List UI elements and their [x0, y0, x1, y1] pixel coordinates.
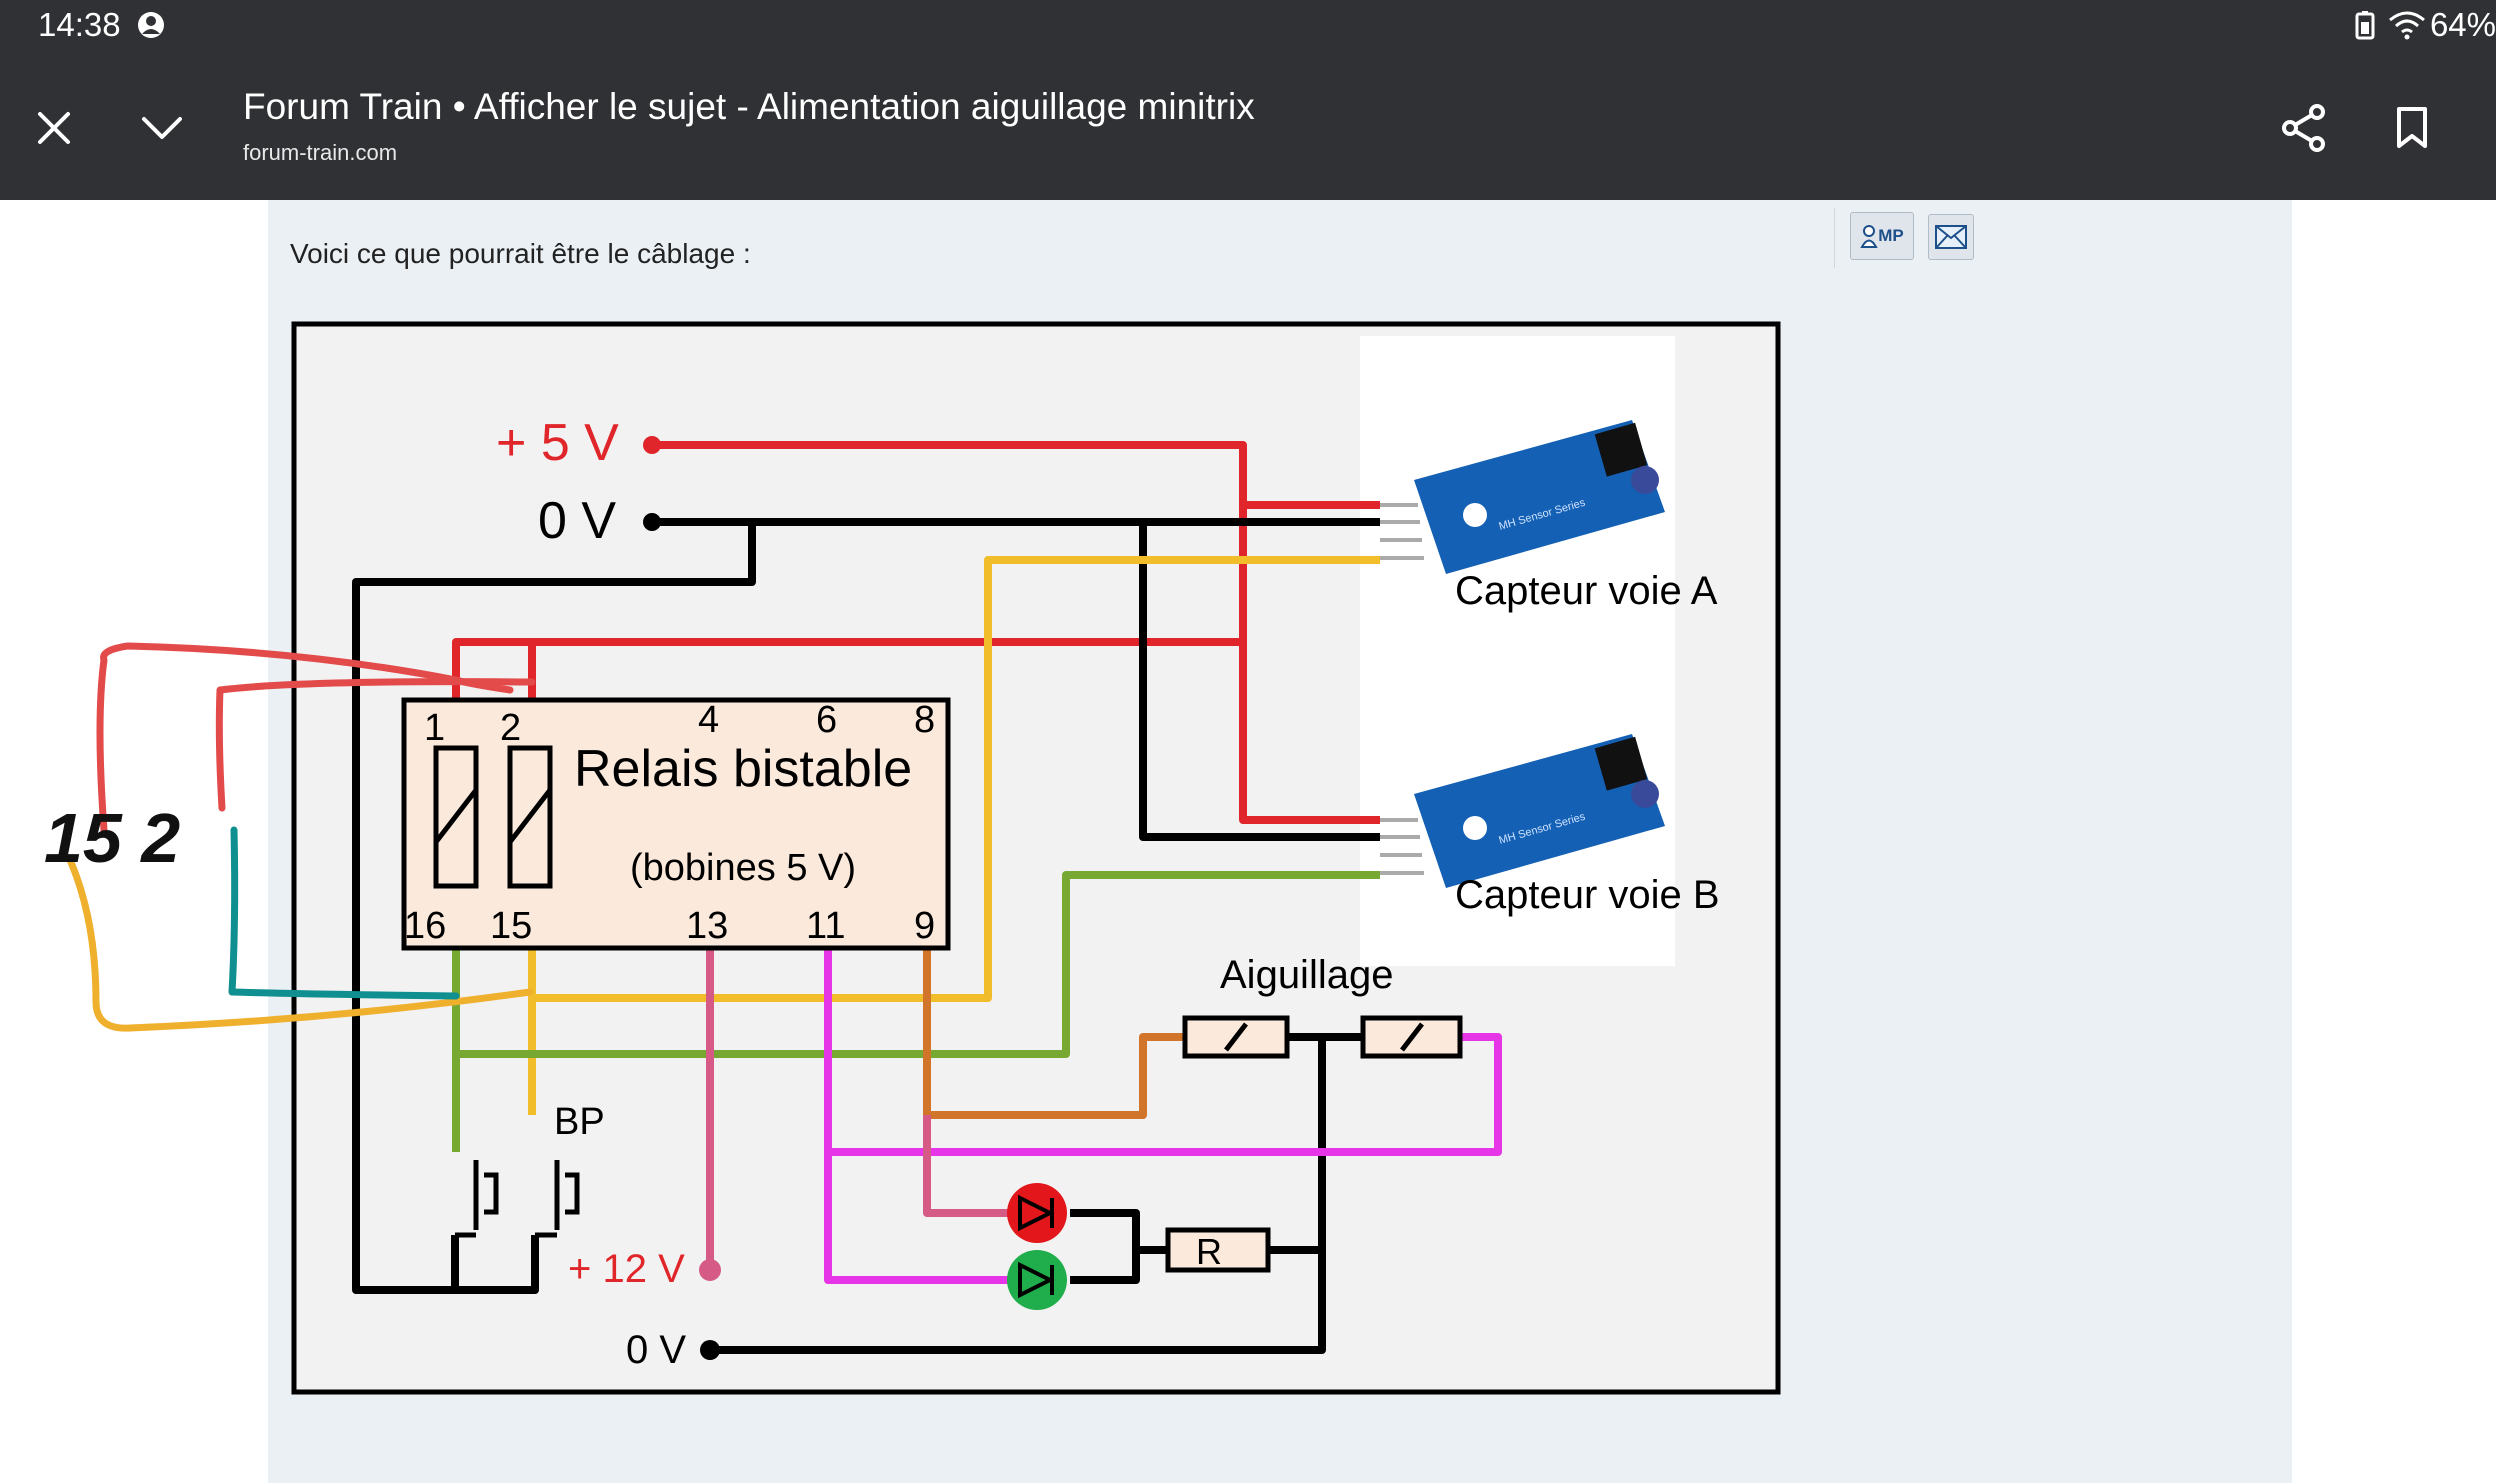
plus12v-label: + 12 V: [568, 1247, 685, 1291]
wifi-icon: [2388, 10, 2426, 45]
post-text: Voici ce que pourrait être le câblage :: [290, 238, 751, 269]
relay-coil-1: [433, 745, 479, 889]
hand-yellow-wire: [66, 856, 534, 1032]
zero-v-bottom-label: 0 V: [626, 1328, 686, 1372]
resistor-label: R: [1196, 1231, 1222, 1272]
private-message-button[interactable]: MP: [1850, 212, 1914, 260]
sensor-module-b: MH Sensor Series: [1380, 734, 1665, 888]
hand-red-wire-2: [215, 678, 536, 812]
relay-pin-11: 11: [806, 905, 845, 947]
bookmark-button[interactable]: [2380, 96, 2444, 160]
custom-tab-toolbar: Forum Train • Afficher le sujet - Alimen…: [0, 56, 2496, 200]
relay-title: Relais bistable: [574, 740, 912, 798]
status-time: 14:38: [38, 6, 121, 43]
hand-teal-wire: [228, 826, 460, 1000]
share-icon: [2282, 104, 2325, 152]
post-divider: [1834, 208, 1835, 268]
plus5v-label: + 5 V: [496, 414, 619, 472]
sensor-a-label: Capteur voie A: [1455, 569, 1718, 613]
zero-v-top-terminal: [643, 513, 661, 531]
battery-level: 64%: [2429, 6, 2496, 43]
account-icon: [136, 10, 166, 45]
minimize-button[interactable]: [130, 96, 194, 160]
relay-pin-15: 15: [490, 905, 532, 947]
zero-v-bottom-terminal: [700, 1340, 720, 1360]
relay-pin-2: 2: [500, 707, 521, 749]
relay-pin-13: 13: [686, 905, 728, 947]
plus5v-terminal: [643, 436, 661, 454]
close-icon: [38, 112, 70, 144]
zero-v-top-label: 0 V: [538, 492, 616, 550]
chevron-down-icon: [142, 117, 182, 139]
sensor-b-label: Capteur voie B: [1455, 873, 1720, 917]
relay-body: [401, 697, 951, 951]
envelope-icon: [1935, 225, 1967, 249]
plus12v-terminal: [699, 1259, 721, 1281]
relay-pin-6: 6: [816, 699, 837, 741]
switch-label: Aiguillage: [1220, 953, 1393, 997]
relay-pin-1: 1: [424, 707, 445, 749]
close-button[interactable]: [22, 96, 86, 160]
led-red: [1007, 1183, 1067, 1243]
page-url[interactable]: forum-train.com: [243, 140, 398, 165]
page-title[interactable]: Forum Train • Afficher le sujet - Alimen…: [243, 86, 1255, 127]
share-button[interactable]: [2272, 96, 2336, 160]
relay-pin-8: 8: [914, 699, 935, 741]
battery-saver-icon: [2354, 10, 2376, 45]
email-button[interactable]: [1928, 214, 1974, 260]
relay-pin-4: 4: [698, 699, 719, 741]
led-green: [1007, 1250, 1067, 1310]
private-message-label: MP: [1878, 226, 1904, 245]
push-button-bp: [455, 1160, 580, 1238]
status-bar: 14:38 64%: [0, 0, 2496, 56]
handwritten-note: 15 2: [44, 799, 180, 877]
user-icon: [1860, 225, 1878, 248]
bp-label: BP: [554, 1101, 605, 1143]
resistor: [1165, 1227, 1271, 1273]
bookmark-icon: [2397, 107, 2427, 148]
relay-pin-9: 9: [914, 905, 935, 947]
sensor-module-a: MH Sensor Series: [1380, 420, 1665, 574]
switch-coil-b: [1360, 1015, 1463, 1059]
relay-subtitle: (bobines 5 V): [630, 847, 856, 889]
relay-pin-16: 16: [404, 905, 446, 947]
